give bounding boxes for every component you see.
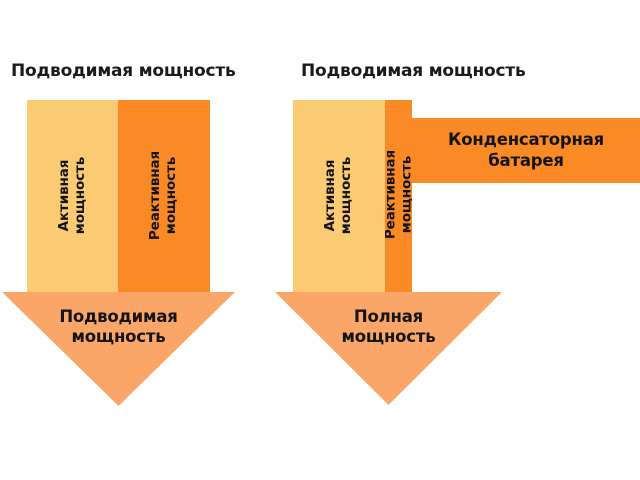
left-active-power-segment: Активная мощность xyxy=(27,100,118,292)
capacitor-battery-label: Конденсаторная батарея xyxy=(447,130,605,170)
right-arrow-shape xyxy=(275,292,502,405)
left-arrow-shape xyxy=(2,292,235,406)
right-diagram: Подводимая мощность Активная мощность Ре… xyxy=(265,0,640,420)
left-arrow: Подводимая мощность xyxy=(2,292,235,406)
left-diagram-title: Подводимая мощность xyxy=(11,61,236,81)
left-active-power-label: Активная мощность xyxy=(55,157,88,235)
left-diagram: Подводимая мощность Активная мощность Ре… xyxy=(0,0,245,420)
capacitor-battery-block: Конденсаторная батарея xyxy=(412,118,640,183)
right-reactive-power-segment: Реактивная мощность xyxy=(385,100,412,292)
right-diagram-title: Подводимая мощность xyxy=(301,61,526,81)
right-active-power-segment: Активная мощность xyxy=(293,100,385,292)
left-reactive-power-segment: Реактивная мощность xyxy=(118,100,210,292)
right-reactive-power-label: Реактивная мощность xyxy=(385,149,412,240)
right-arrow: Полная мощность xyxy=(275,292,502,405)
left-reactive-power-label: Реактивная мощность xyxy=(147,151,179,241)
right-active-power-label: Активная мощность xyxy=(322,157,354,235)
